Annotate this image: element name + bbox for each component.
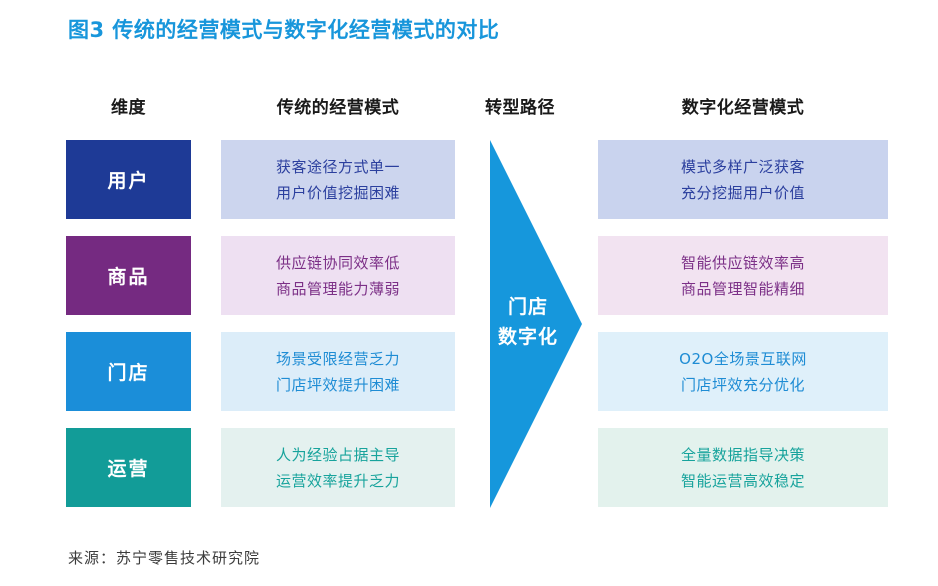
traditional-box-product: 供应链协同效率低 商品管理能力薄弱 — [221, 236, 455, 315]
digital-box-operations: 全量数据指导决策 智能运营高效稳定 — [598, 428, 888, 507]
transformation-arrow — [490, 140, 582, 508]
column-header-digital: 数字化经营模式 — [681, 98, 805, 118]
traditional-box-store: 场景受限经营乏力 门店坪效提升困难 — [221, 332, 455, 411]
dimension-box-store: 门店 — [66, 332, 191, 411]
digital-text-line: 智能运营高效稳定 — [680, 471, 805, 490]
traditional-text-line: 供应链协同效率低 — [275, 253, 400, 272]
traditional-text-line: 获客途径方式单一 — [275, 157, 400, 176]
traditional-text-line: 门店坪效提升困难 — [275, 375, 400, 394]
arrow-label: 门店 数字化 — [482, 292, 574, 352]
digital-text-line: 门店坪效充分优化 — [680, 375, 805, 394]
traditional-box-operations: 人为经验占据主导 运营效率提升乏力 — [221, 428, 455, 507]
traditional-text-line: 人为经验占据主导 — [275, 445, 400, 464]
traditional-text-line: 用户价值挖掘困难 — [275, 183, 400, 202]
dimension-box-operations: 运营 — [66, 428, 191, 507]
right-arrow-icon — [490, 140, 582, 508]
digital-box-store: O2O全场景互联网 门店坪效充分优化 — [598, 332, 888, 411]
dimension-box-user: 用户 — [66, 140, 191, 219]
digital-text-line: O2O全场景互联网 — [679, 349, 807, 368]
column-header-path: 转型路径 — [485, 98, 555, 118]
column-header-dimension: 维度 — [111, 98, 146, 118]
column-header-traditional: 传统的经营模式 — [276, 98, 400, 118]
arrow-label-line: 门店 — [507, 296, 548, 318]
arrow-label-line: 数字化 — [497, 326, 558, 348]
traditional-text-line: 商品管理能力薄弱 — [275, 279, 400, 298]
digital-text-line: 智能供应链效率高 — [680, 253, 805, 272]
digital-box-user: 模式多样广泛获客 充分挖掘用户价值 — [598, 140, 888, 219]
traditional-text-line: 场景受限经营乏力 — [275, 349, 400, 368]
digital-text-line: 全量数据指导决策 — [680, 445, 805, 464]
source-note: 来源：苏宁零售技术研究院 — [68, 549, 261, 567]
traditional-text-line: 运营效率提升乏力 — [275, 471, 400, 490]
digital-box-product: 智能供应链效率高 商品管理智能精细 — [598, 236, 888, 315]
figure-title: 图3 传统的经营模式与数字化经营模式的对比 — [68, 18, 500, 42]
digital-text-line: 模式多样广泛获客 — [680, 157, 805, 176]
digital-text-line: 充分挖掘用户价值 — [680, 183, 805, 202]
digital-text-line: 商品管理智能精细 — [680, 279, 805, 298]
dimension-box-product: 商品 — [66, 236, 191, 315]
traditional-box-user: 获客途径方式单一 用户价值挖掘困难 — [221, 140, 455, 219]
